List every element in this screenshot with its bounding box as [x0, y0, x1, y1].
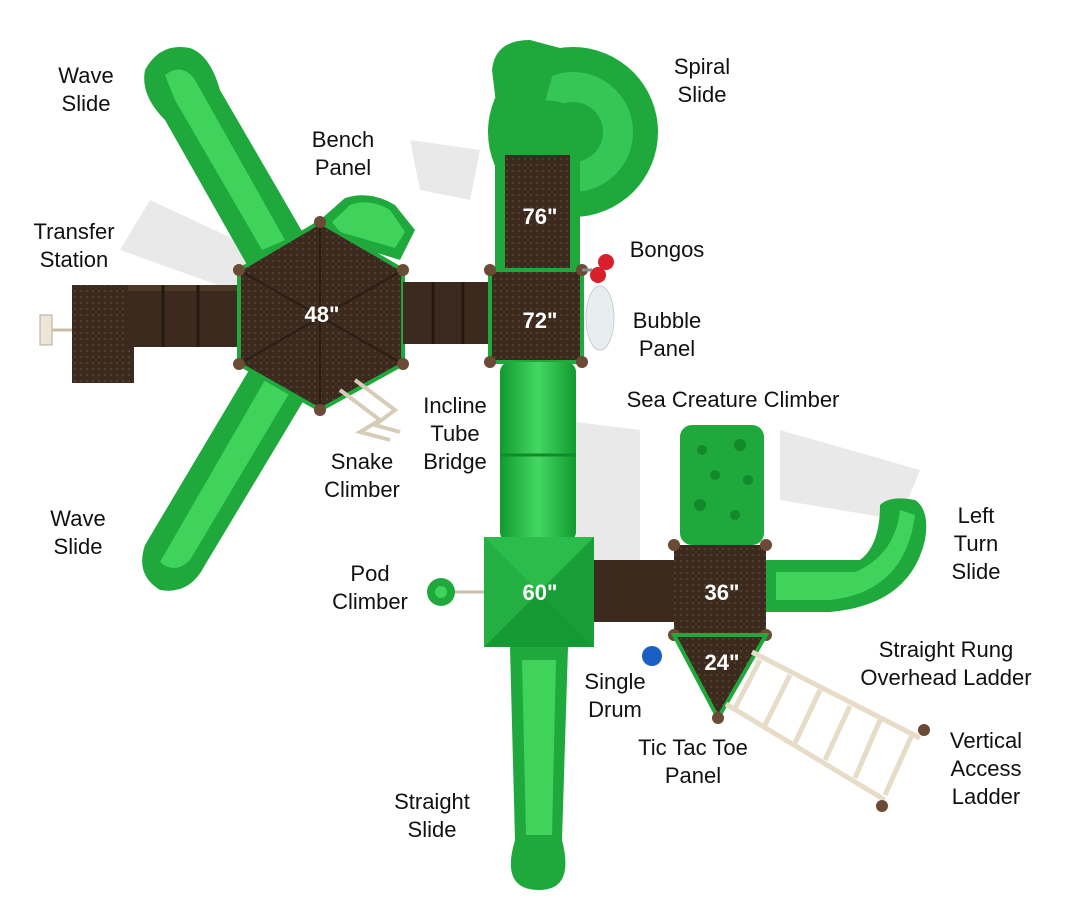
snake-climber	[338, 378, 401, 442]
pod-climber	[427, 578, 484, 606]
deck-60	[484, 537, 594, 647]
height-label-72: 72"	[523, 308, 558, 333]
height-label-24: 24"	[705, 650, 740, 675]
vertical-access-ladder	[876, 724, 930, 812]
height-label-36: 36"	[705, 580, 740, 605]
straight-slide	[510, 647, 568, 890]
bench-panel	[320, 195, 415, 260]
left-turn-slide	[766, 498, 927, 612]
deck-48	[233, 216, 409, 416]
label-bongos: Bongos	[629, 237, 705, 262]
bridge-deck	[403, 282, 493, 344]
height-label-76: 76"	[523, 204, 558, 229]
height-label-60: 60"	[523, 580, 558, 605]
bongos	[582, 254, 614, 283]
bubble-panel	[585, 285, 615, 351]
height-label-48: 48"	[305, 302, 340, 327]
transfer-station	[39, 285, 240, 383]
straight-rung-overhead-ladder	[724, 649, 922, 803]
wave-slide-top	[144, 46, 310, 270]
sea-creature-climber	[680, 425, 764, 545]
deck-24	[670, 633, 770, 724]
label-sea-creature-climber: Sea Creature Climber	[626, 387, 840, 412]
single-drum	[642, 646, 662, 666]
wave-slide-bottom	[142, 360, 310, 591]
deck-76	[495, 100, 580, 278]
incline-tube-bridge	[500, 362, 576, 542]
bridge-60-36	[594, 560, 674, 622]
